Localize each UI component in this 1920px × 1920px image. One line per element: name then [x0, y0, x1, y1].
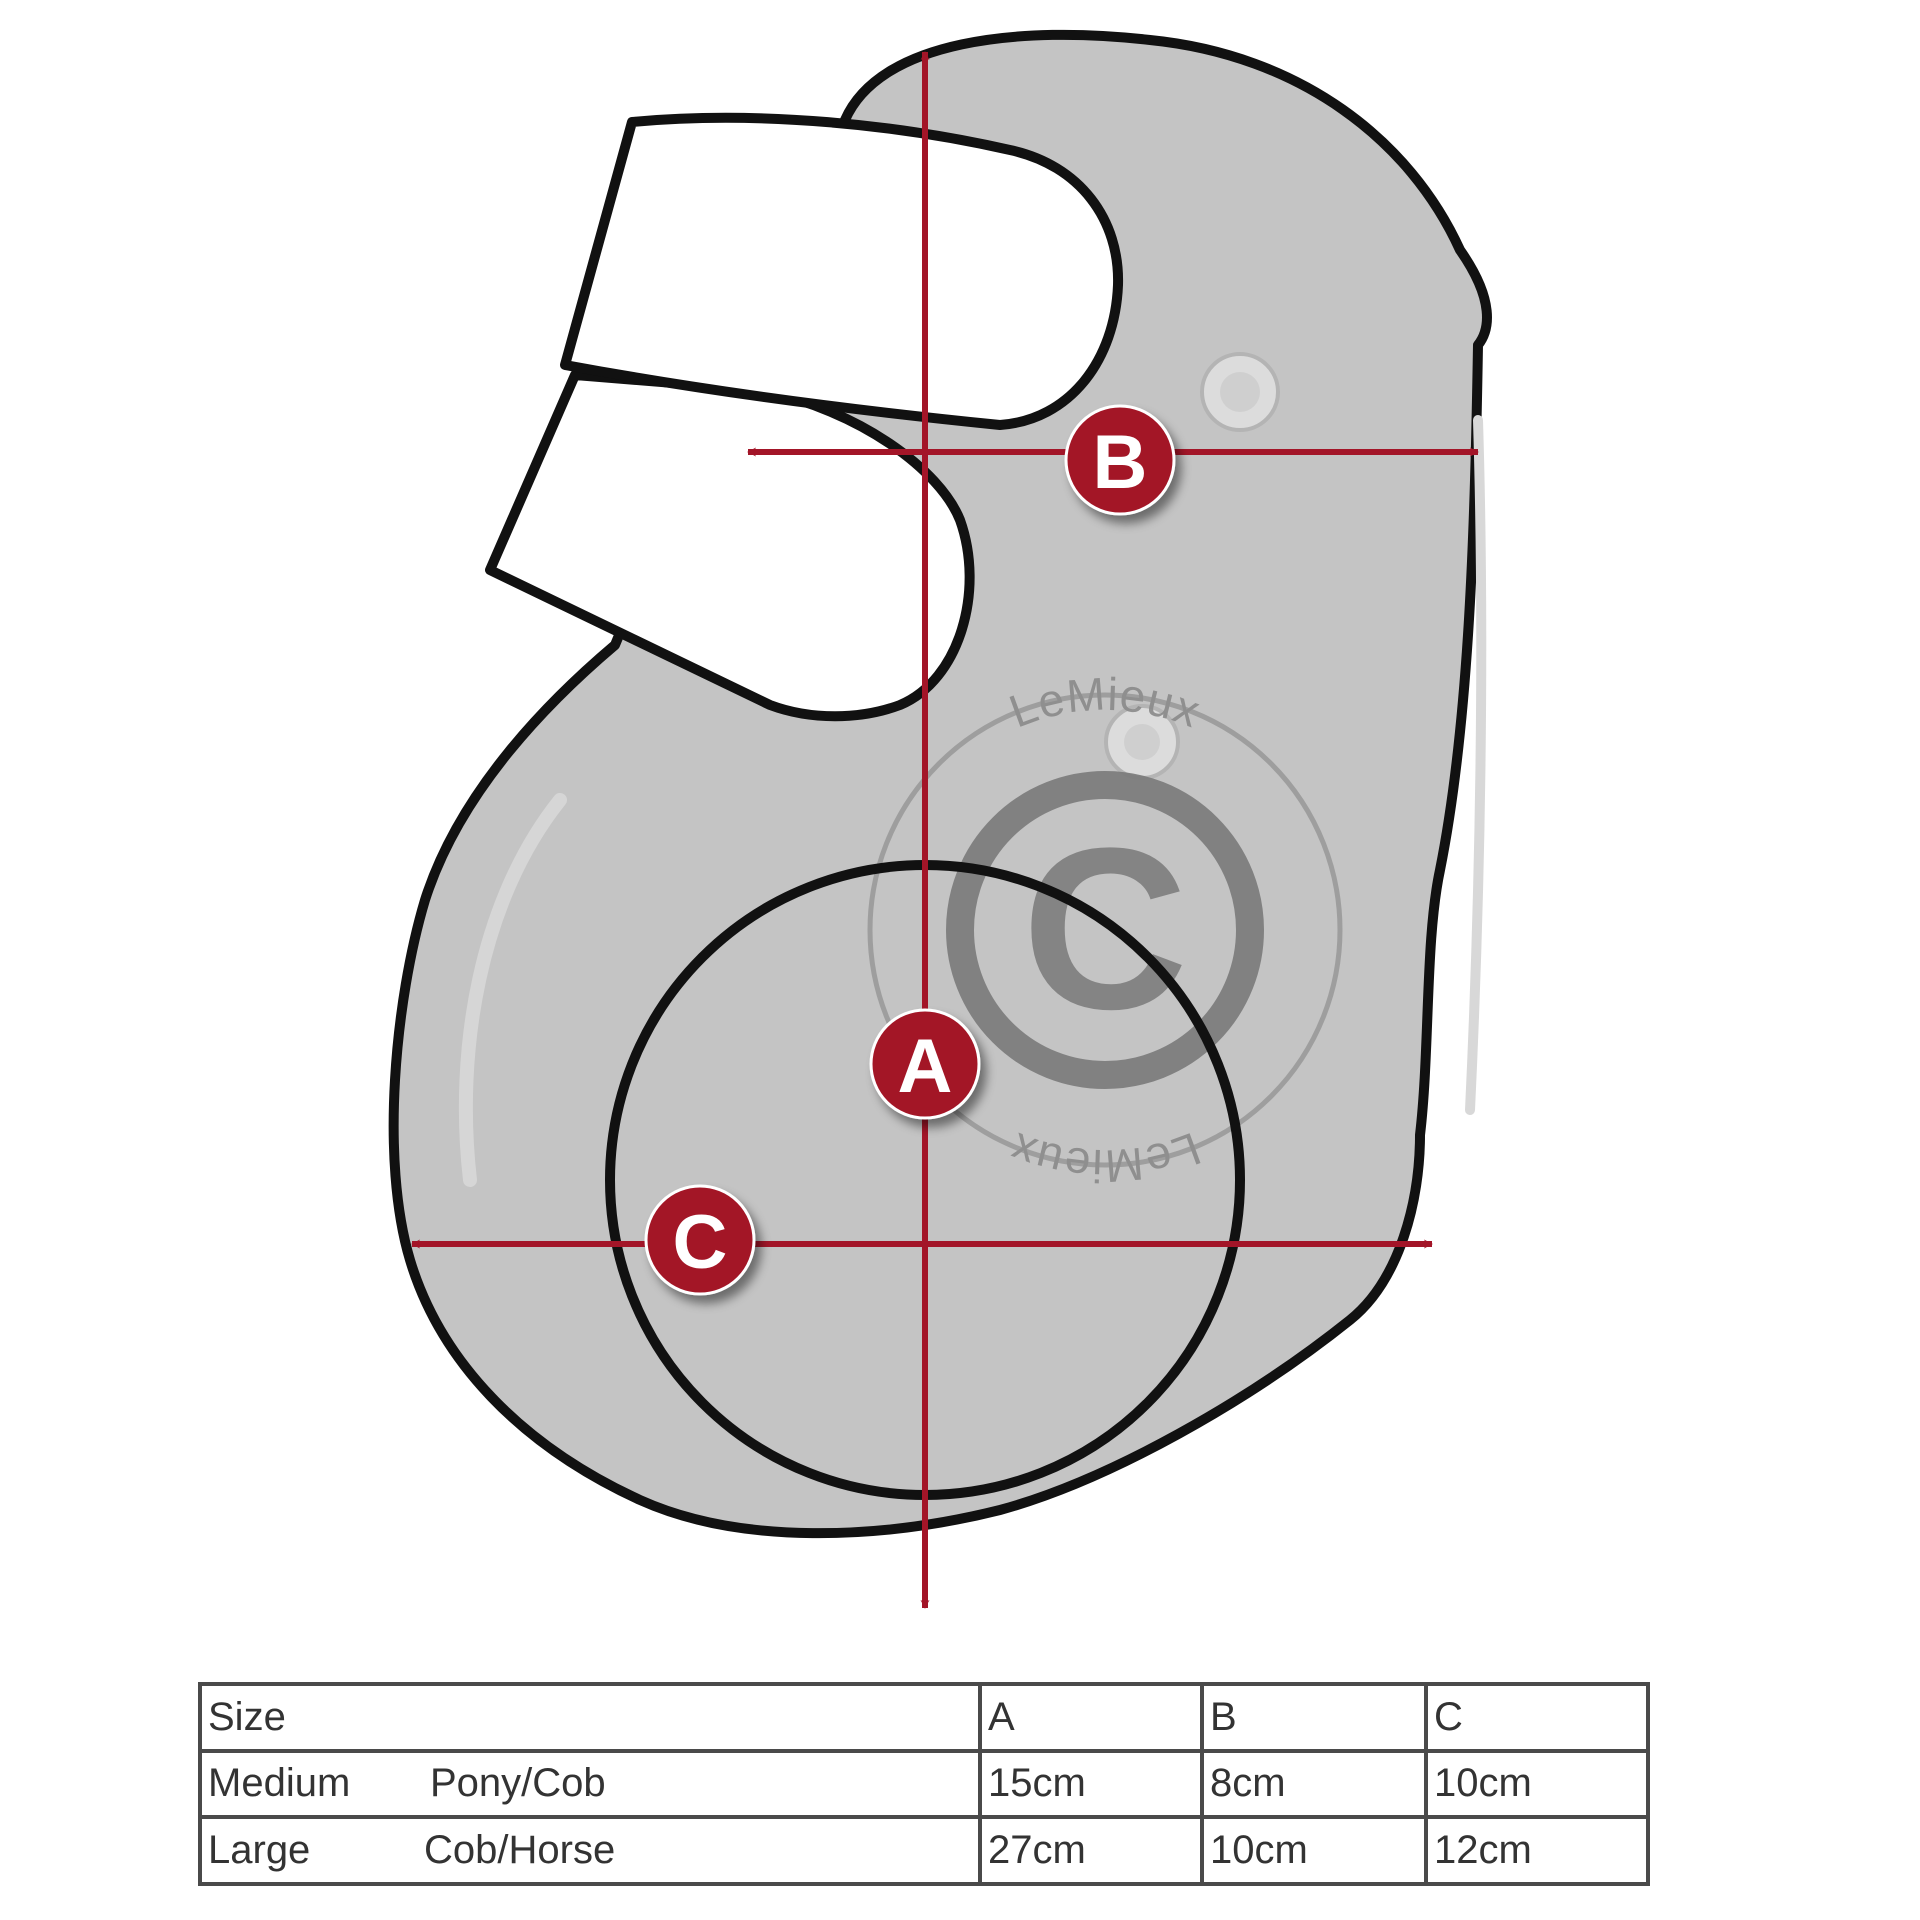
- row-size: Large: [208, 1828, 311, 1873]
- header-a: A: [978, 1682, 1204, 1753]
- marker-a-label: A: [898, 1024, 953, 1109]
- table-header-row: Size A B C: [198, 1682, 1650, 1753]
- row-fit: Pony/Cob: [430, 1761, 606, 1806]
- row-b: 8cm: [1200, 1748, 1428, 1820]
- row-b: 10cm: [1200, 1815, 1428, 1886]
- boot-right-edge: [1465, 415, 1487, 1115]
- header-c: C: [1424, 1682, 1650, 1753]
- boot-inner-edge: [458, 793, 567, 1187]
- row-fit: Cob/Horse: [424, 1828, 616, 1873]
- header-b: B: [1200, 1682, 1428, 1753]
- row-a: 15cm: [978, 1748, 1204, 1820]
- row-size-cell: Large Cob/Horse: [198, 1815, 982, 1886]
- row-a: 27cm: [978, 1815, 1204, 1886]
- table-row: Medium Pony/Cob 15cm 8cm 10cm: [198, 1748, 1650, 1820]
- table-row: Large Cob/Horse 27cm 10cm 12cm: [198, 1815, 1650, 1886]
- header-size: Size: [198, 1682, 982, 1753]
- marker-b-label: B: [1093, 420, 1148, 505]
- strap-upper: [560, 112, 1124, 430]
- row-size: Medium: [208, 1761, 351, 1806]
- strap-lower: [485, 370, 975, 722]
- row-c: 12cm: [1424, 1815, 1650, 1886]
- row-size-cell: Medium Pony/Cob: [198, 1748, 982, 1820]
- marker-a: [869, 1008, 981, 1120]
- marker-c-label: C: [673, 1200, 728, 1285]
- row-c: 10cm: [1424, 1748, 1650, 1820]
- marker-b: [1064, 404, 1176, 516]
- marker-c: [644, 1184, 756, 1296]
- boot-measurement-diagram: LeMieux LeMieux C A B C: [388, 29, 1492, 1609]
- rivet-icon: [1200, 352, 1280, 432]
- watermark-center-letter: C: [1022, 800, 1188, 1057]
